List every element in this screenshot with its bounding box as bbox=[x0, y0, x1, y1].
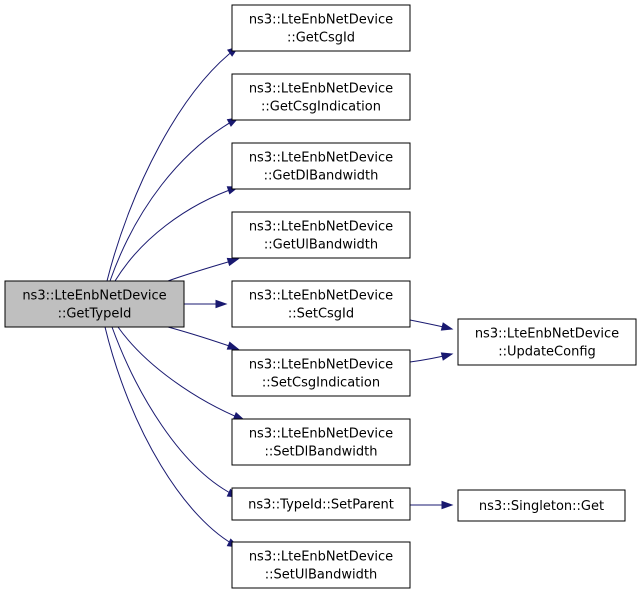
node-label-line: ns3::LteEnbNetDevice bbox=[249, 220, 393, 235]
node-box bbox=[4, 280, 185, 328]
node-label-line: ns3::LteEnbNetDevice bbox=[249, 13, 393, 28]
edge-line bbox=[111, 326, 239, 498]
node-label-line: ns3::LteEnbNetDevice bbox=[249, 550, 393, 565]
node-label-line: ::GetCsgIndication bbox=[261, 100, 381, 115]
node-label-line: ::SetCsgId bbox=[288, 307, 354, 322]
arrowhead-icon bbox=[226, 341, 240, 350]
edge-gettypeid-to-getulbandwidth bbox=[167, 257, 240, 282]
arrowhead-icon bbox=[226, 257, 240, 267]
node-label-line: ns3::LteEnbNetDevice bbox=[22, 289, 166, 304]
edge-line bbox=[167, 258, 239, 282]
node-box bbox=[457, 318, 637, 366]
node-getulbandwidth[interactable]: ns3::LteEnbNetDevice::GetUlBandwidth bbox=[231, 211, 411, 259]
node-box bbox=[231, 280, 411, 328]
node-gettypeid[interactable]: ns3::LteEnbNetDevice::GetTypeId bbox=[4, 280, 185, 328]
nodes-layer: ns3::LteEnbNetDevice::GetTypeIdns3::LteE… bbox=[4, 4, 637, 589]
node-box bbox=[231, 4, 411, 52]
edge-gettypeid-to-setcsgid bbox=[184, 299, 228, 309]
node-box bbox=[231, 487, 411, 521]
node-label-line: ns3::LteEnbNetDevice bbox=[475, 327, 619, 342]
node-box bbox=[457, 489, 626, 522]
edge-gettypeid-to-typeid_setparent bbox=[111, 326, 240, 498]
node-label-line: ns3::TypeId::SetParent bbox=[248, 498, 394, 513]
node-label-line: ns3::LteEnbNetDevice bbox=[249, 151, 393, 166]
node-box bbox=[231, 142, 411, 190]
node-typeid_setparent[interactable]: ns3::TypeId::SetParent bbox=[231, 487, 411, 521]
arrowhead-icon bbox=[440, 322, 454, 331]
node-getcsgindication[interactable]: ns3::LteEnbNetDevice::GetCsgIndication bbox=[231, 73, 411, 121]
edge-typeid_setparent-to-singleton_get bbox=[410, 500, 454, 510]
arrowhead-icon bbox=[441, 500, 454, 510]
arrowhead-icon bbox=[440, 352, 454, 361]
node-setcsgindication[interactable]: ns3::LteEnbNetDevice::SetCsgIndication bbox=[231, 349, 411, 397]
edge-gettypeid-to-setdlbandwidth bbox=[117, 326, 246, 421]
node-setcsgid[interactable]: ns3::LteEnbNetDevice::SetCsgId bbox=[231, 280, 411, 328]
node-label-line: ns3::LteEnbNetDevice bbox=[249, 82, 393, 97]
node-label-line: ::GetTypeId bbox=[58, 307, 132, 322]
node-box bbox=[231, 418, 411, 466]
node-label-line: ::GetDlBandwidth bbox=[264, 169, 379, 184]
edge-line bbox=[106, 46, 239, 282]
node-label-line: ns3::LteEnbNetDevice bbox=[249, 289, 393, 304]
node-box bbox=[231, 349, 411, 397]
node-label-line: ::SetDlBandwidth bbox=[265, 445, 378, 460]
edge-gettypeid-to-getcsgindication bbox=[109, 117, 240, 282]
node-label-line: ::GetCsgId bbox=[287, 31, 355, 46]
node-setulbandwidth[interactable]: ns3::LteEnbNetDevice::SetUlBandwidth bbox=[231, 541, 411, 589]
edge-line bbox=[109, 117, 239, 282]
node-singleton_get[interactable]: ns3::Singleton::Get bbox=[457, 489, 626, 522]
node-box bbox=[231, 541, 411, 589]
node-label-line: ::UpdateConfig bbox=[498, 345, 596, 360]
node-box bbox=[231, 73, 411, 121]
edge-setcsgid-to-updateconfig bbox=[409, 319, 454, 331]
node-getdlbandwidth[interactable]: ns3::LteEnbNetDevice::GetDlBandwidth bbox=[231, 142, 411, 190]
edge-line bbox=[114, 186, 239, 282]
node-label-line: ns3::Singleton::Get bbox=[479, 499, 604, 514]
node-label-line: ::SetUlBandwidth bbox=[265, 568, 377, 583]
node-label-line: ::SetCsgIndication bbox=[262, 376, 380, 391]
edge-setcsgindication-to-updateconfig bbox=[409, 352, 454, 363]
node-getcsgid[interactable]: ns3::LteEnbNetDevice::GetCsgId bbox=[231, 4, 411, 52]
node-box bbox=[231, 211, 411, 259]
node-label-line: ns3::LteEnbNetDevice bbox=[249, 358, 393, 373]
edge-gettypeid-to-setcsgindication bbox=[167, 326, 240, 350]
edge-gettypeid-to-getcsgid bbox=[106, 46, 240, 282]
edge-line bbox=[167, 326, 239, 350]
edge-line bbox=[104, 326, 239, 548]
arrowhead-icon bbox=[215, 299, 228, 309]
node-updateconfig[interactable]: ns3::LteEnbNetDevice::UpdateConfig bbox=[457, 318, 637, 366]
node-label-line: ns3::LteEnbNetDevice bbox=[249, 427, 393, 442]
edge-line bbox=[117, 326, 245, 421]
node-setdlbandwidth[interactable]: ns3::LteEnbNetDevice::SetDlBandwidth bbox=[231, 418, 411, 466]
node-label-line: ::GetUlBandwidth bbox=[264, 238, 378, 253]
